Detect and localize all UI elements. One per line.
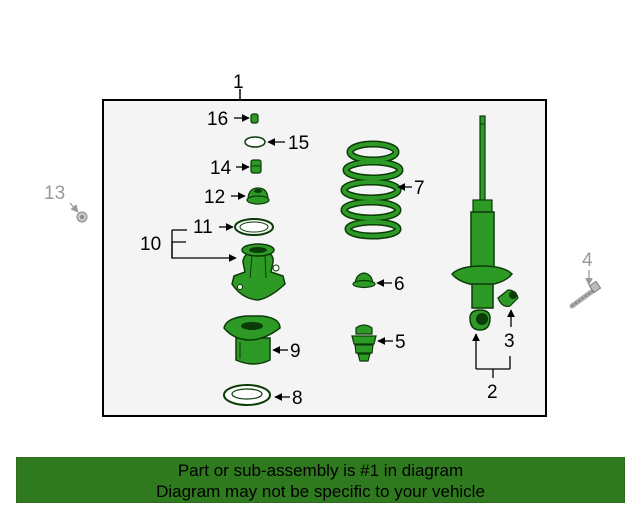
callout-14: 14 xyxy=(210,158,232,179)
callout-6: 6 xyxy=(394,274,405,295)
callout-4: 4 xyxy=(582,250,593,271)
part-16-bolt[interactable] xyxy=(250,113,259,124)
callout-2: 2 xyxy=(487,382,498,403)
banner-line-1: Part or sub-assembly is #1 in diagram xyxy=(177,461,464,480)
part-2-shock-absorber[interactable] xyxy=(450,115,514,331)
part-10-upper-mount[interactable] xyxy=(231,243,286,301)
callout-13: 13 xyxy=(44,183,65,204)
part-14-nut[interactable] xyxy=(250,159,262,174)
part-5-bump-stop[interactable] xyxy=(351,324,377,362)
part-4-bolt[interactable] xyxy=(569,280,602,309)
part-15-washer[interactable] xyxy=(244,136,266,148)
part-6-bump-cap[interactable] xyxy=(352,272,376,289)
callout-8: 8 xyxy=(292,388,303,409)
info-banner: Part or sub-assembly is #1 in diagram Di… xyxy=(16,457,625,503)
callout-3: 3 xyxy=(504,331,515,352)
callout-7: 7 xyxy=(414,178,425,199)
callout-12: 12 xyxy=(204,187,225,208)
part-11-ring[interactable] xyxy=(234,218,274,236)
part-12-bushing[interactable] xyxy=(246,187,270,205)
callout-5: 5 xyxy=(395,332,406,353)
callout-11: 11 xyxy=(193,217,213,238)
part-7-coil-spring-highlight xyxy=(342,142,402,238)
callout-10: 10 xyxy=(140,234,161,255)
callout-1: 1 xyxy=(233,72,244,93)
part-3-bushing[interactable] xyxy=(497,289,519,307)
callout-9: 9 xyxy=(290,341,301,362)
part-8-ring[interactable] xyxy=(223,384,271,406)
part-9-spring-seat[interactable] xyxy=(223,315,281,365)
part-13-nut[interactable] xyxy=(76,211,88,223)
callout-16: 16 xyxy=(207,109,228,130)
banner-line-2: Diagram may not be specific to your vehi… xyxy=(156,482,485,501)
callout-15: 15 xyxy=(288,133,309,154)
